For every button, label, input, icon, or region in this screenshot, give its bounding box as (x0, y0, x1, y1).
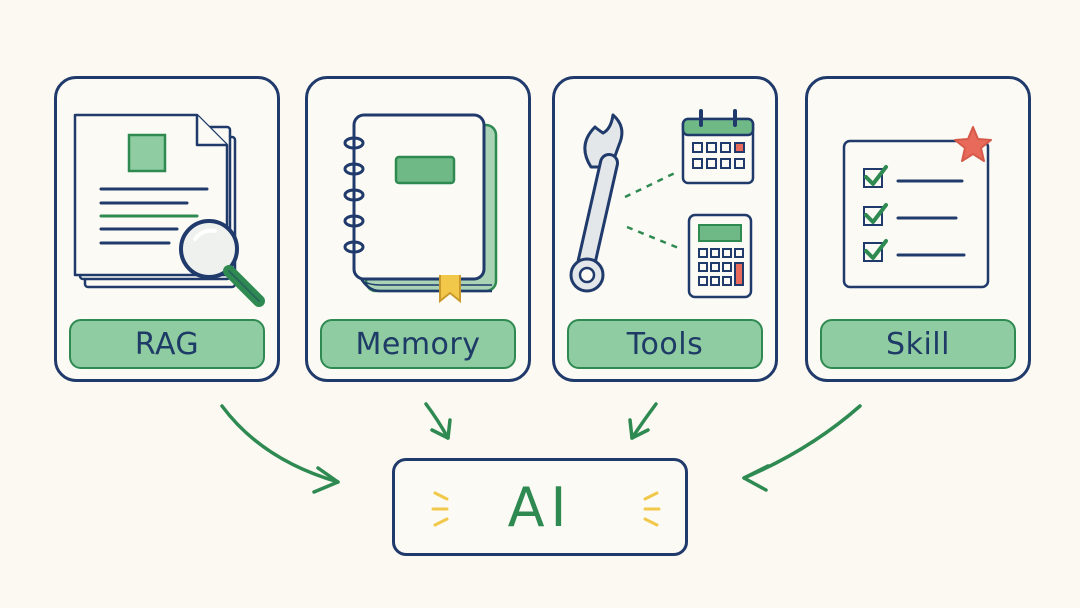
rag-label: RAG (69, 319, 265, 369)
ai-label: AI (507, 475, 573, 539)
tools-label: Tools (567, 319, 763, 369)
notebook-bookmark-icon (343, 113, 498, 304)
arrow-tools-to-ai (630, 402, 658, 440)
wrench-icon (569, 113, 624, 293)
tools-card: Tools (552, 76, 778, 382)
skill-card: Skill (805, 76, 1031, 382)
checklist-star-icon (842, 126, 992, 289)
rag-card: RAG (54, 76, 280, 382)
ai-box: AI (392, 458, 688, 556)
sparkle-left-icon (431, 491, 449, 527)
checkbox-icon (863, 203, 958, 226)
documents-magnifier-icon (73, 113, 265, 307)
arrow-memory-to-ai (424, 402, 450, 440)
star-icon (954, 126, 992, 162)
memory-card: Memory (305, 76, 531, 382)
skill-label: Skill (820, 319, 1016, 369)
wrench-calendar-calculator-icon (569, 109, 755, 299)
memory-label: Memory (320, 319, 516, 369)
calculator-icon (687, 213, 753, 299)
checkbox-icon (863, 165, 964, 188)
checkbox-icon (863, 239, 966, 262)
arrow-skill-to-ai (742, 404, 862, 480)
calendar-icon (681, 109, 755, 185)
arrow-rag-to-ai (220, 404, 340, 484)
sparkle-right-icon (643, 491, 661, 527)
